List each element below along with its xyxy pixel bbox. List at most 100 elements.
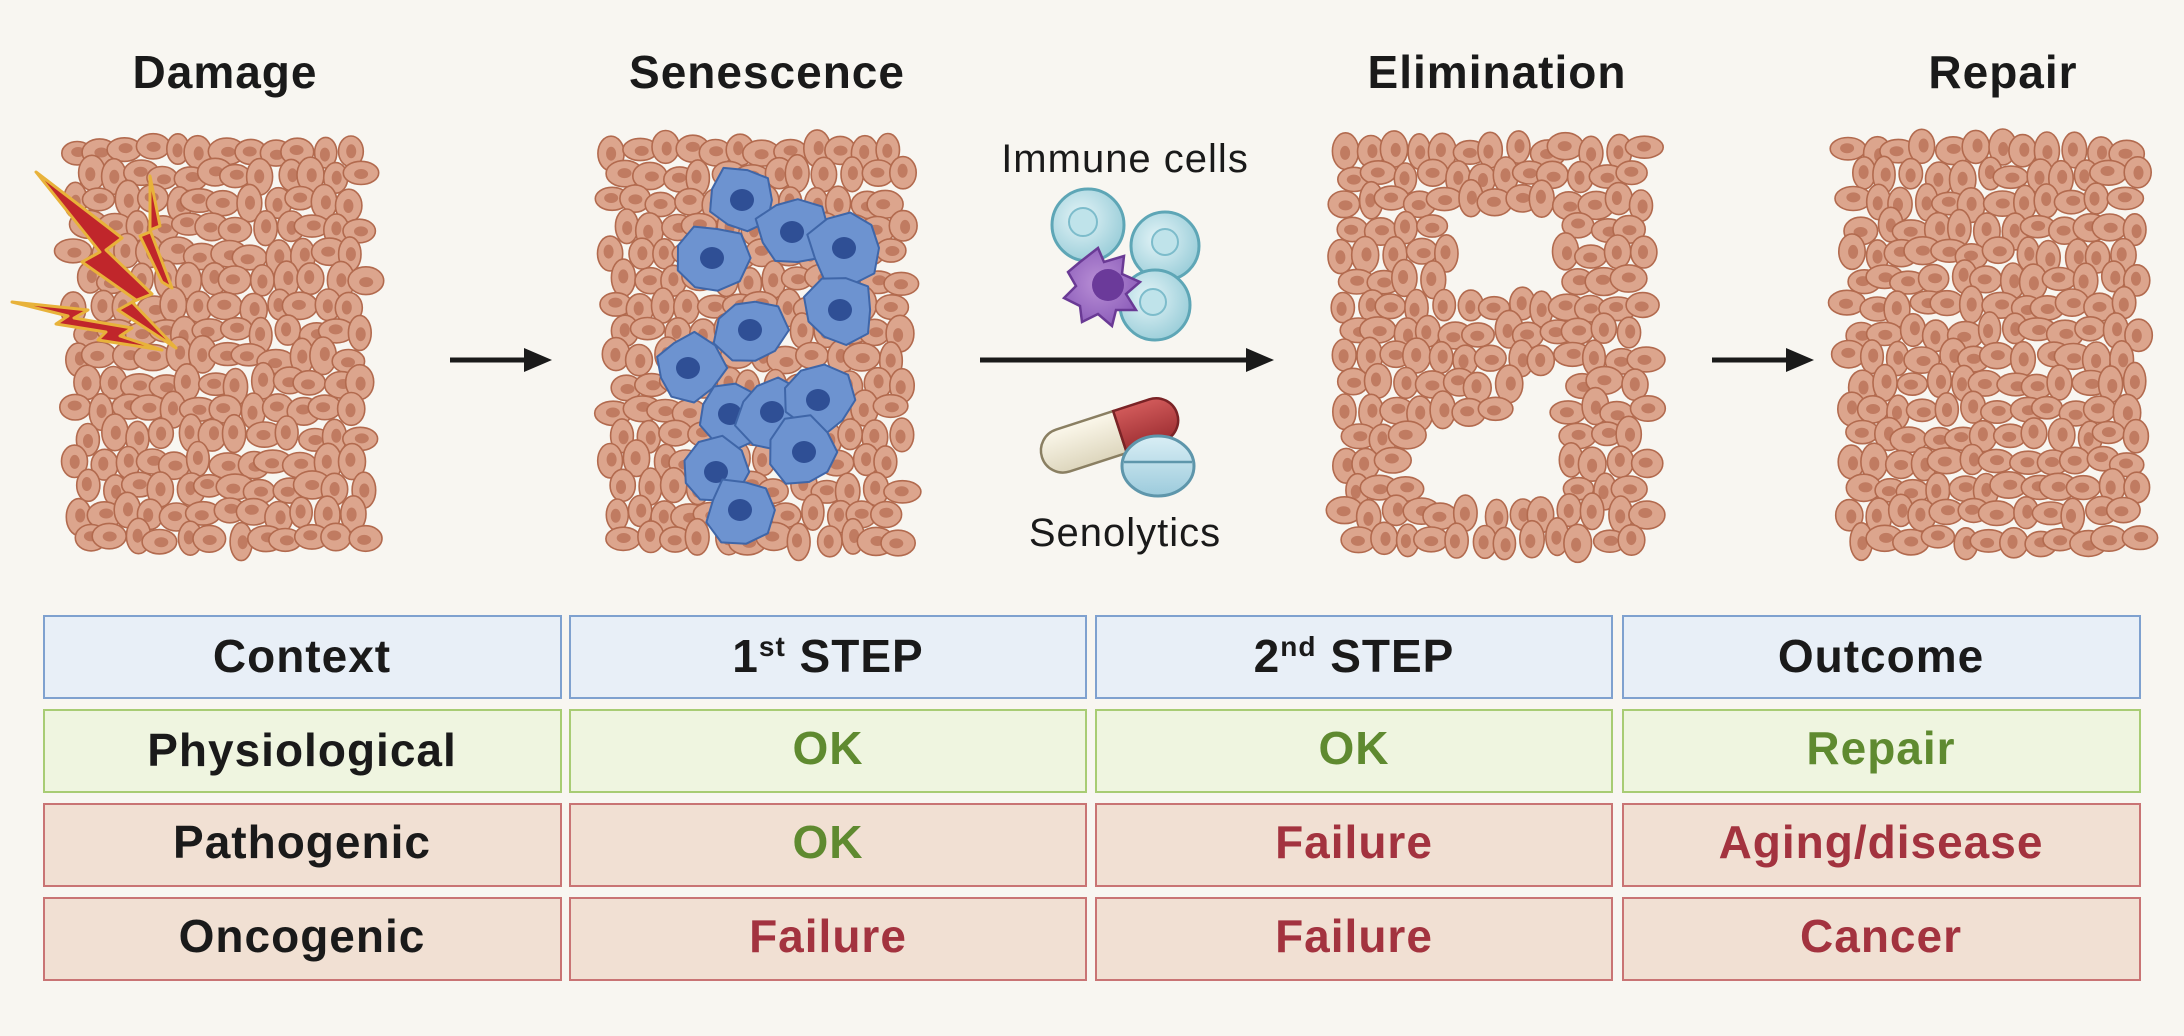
cell-nucleus	[147, 351, 161, 362]
cell-nucleus	[1421, 325, 1432, 340]
cell-nucleus	[682, 298, 693, 313]
cell-nucleus	[1909, 321, 1920, 336]
cell-nucleus	[658, 245, 669, 260]
cell-nucleus	[1350, 535, 1365, 546]
senescent-cells	[656, 166, 880, 545]
cell-nucleus	[855, 353, 870, 364]
cell-nucleus	[1893, 350, 1904, 365]
cell-nucleus	[885, 246, 900, 256]
cell-nucleus	[146, 141, 161, 152]
cell-nucleus	[1981, 222, 1992, 237]
cell-nucleus	[1460, 406, 1475, 417]
cell-nucleus	[818, 166, 829, 181]
row-physiological-step1: OK	[793, 722, 864, 774]
cell-nucleus	[1598, 485, 1609, 500]
cell-nucleus	[359, 277, 374, 288]
cell-nucleus	[2066, 195, 2081, 206]
cell-nucleus	[1336, 506, 1351, 517]
cell-nucleus	[1936, 374, 1946, 389]
cell-nucleus	[304, 270, 315, 285]
cell-nucleus	[306, 220, 321, 231]
cell-nucleus	[192, 404, 207, 415]
cell-nucleus	[359, 483, 370, 498]
cell-nucleus	[1625, 427, 1635, 442]
cell-nucleus	[1955, 223, 1966, 238]
cell-nucleus	[171, 243, 186, 254]
cell-nucleus	[293, 192, 308, 203]
cell-nucleus	[2018, 352, 2029, 367]
cell-nucleus	[2083, 432, 2094, 447]
cell-nucleus	[1372, 326, 1387, 337]
cell-nucleus	[1846, 192, 1861, 203]
arrow-damage-to-senescence	[450, 348, 552, 372]
cell-nucleus	[2028, 424, 2039, 439]
cell-nucleus	[1894, 460, 1909, 470]
cell-nucleus	[237, 535, 248, 550]
cell-nucleus	[2090, 403, 2105, 414]
cell-nucleus	[628, 194, 643, 205]
cell-nucleus	[341, 357, 355, 368]
cell-nucleus	[897, 163, 908, 178]
cell-nucleus	[1915, 507, 1926, 522]
cell-nucleus	[1392, 502, 1403, 517]
cell-nucleus	[1881, 486, 1896, 497]
cell-nucleus	[343, 199, 354, 213]
cell-nucleus	[172, 143, 183, 158]
table-header-cell-context	[43, 615, 562, 699]
cell-nucleus	[2045, 457, 2059, 467]
cell-nucleus	[133, 166, 148, 177]
cell-nucleus	[192, 252, 207, 263]
table-header-cell-step2	[1095, 615, 1613, 699]
cell-nucleus	[1965, 504, 1980, 515]
cell-nucleus	[1336, 301, 1347, 316]
cell-nucleus	[2089, 191, 2100, 206]
table-header-outcome: Outcome	[1778, 630, 1984, 682]
cell-nucleus	[1937, 456, 1952, 467]
cell-nucleus	[604, 193, 619, 203]
cell-nucleus	[1471, 379, 1482, 394]
cell-nucleus	[2009, 223, 2020, 238]
cell-nucleus	[618, 430, 629, 445]
cell-nucleus	[1502, 323, 1513, 338]
cell-nucleus	[1629, 377, 1640, 392]
cell-nucleus	[881, 456, 892, 471]
cell-nucleus	[2105, 480, 2116, 495]
cell-nucleus	[2051, 481, 2066, 492]
cell-nucleus	[1517, 353, 1528, 368]
cell-nucleus	[175, 345, 186, 360]
cell-nucleus	[133, 380, 147, 391]
row-pathogenic-context: Pathogenic	[173, 816, 431, 868]
cell-nucleus	[191, 193, 206, 204]
senescent-nucleus	[780, 221, 804, 243]
cell-nucleus	[2082, 325, 2097, 335]
cell-nucleus	[1367, 403, 1378, 418]
cell-nucleus	[620, 384, 635, 394]
cell-nucleus	[682, 408, 697, 419]
cell-nucleus	[2119, 458, 2133, 469]
cell-nucleus	[1384, 302, 1398, 313]
cell-nucleus	[1989, 509, 2004, 520]
cell-nucleus	[2039, 403, 2054, 414]
cell-nucleus	[217, 299, 232, 310]
cell-nucleus	[1966, 297, 1977, 312]
cell-nucleus	[2043, 507, 2058, 518]
cell-nucleus	[879, 507, 894, 518]
cell-nucleus	[1915, 245, 1930, 256]
cell-nucleus	[1916, 356, 1931, 366]
senescent-nucleus	[730, 189, 754, 211]
cell-nucleus	[1388, 247, 1399, 262]
cell-nucleus	[123, 453, 134, 468]
cell-nucleus	[167, 299, 178, 313]
cell-nucleus	[257, 274, 268, 289]
cell-nucleus	[200, 479, 215, 489]
row-oncogenic-outcome: Cancer	[1800, 910, 1962, 962]
cell-nucleus	[1966, 196, 1977, 211]
cell-nucleus	[1338, 200, 1353, 211]
cell-nucleus	[1415, 405, 1426, 420]
cell-nucleus	[2067, 353, 2082, 364]
cell-nucleus	[180, 217, 194, 228]
cell-nucleus	[305, 480, 320, 490]
cell-nucleus	[229, 378, 240, 393]
cell-nucleus	[154, 537, 169, 548]
cell-nucleus	[661, 141, 672, 156]
